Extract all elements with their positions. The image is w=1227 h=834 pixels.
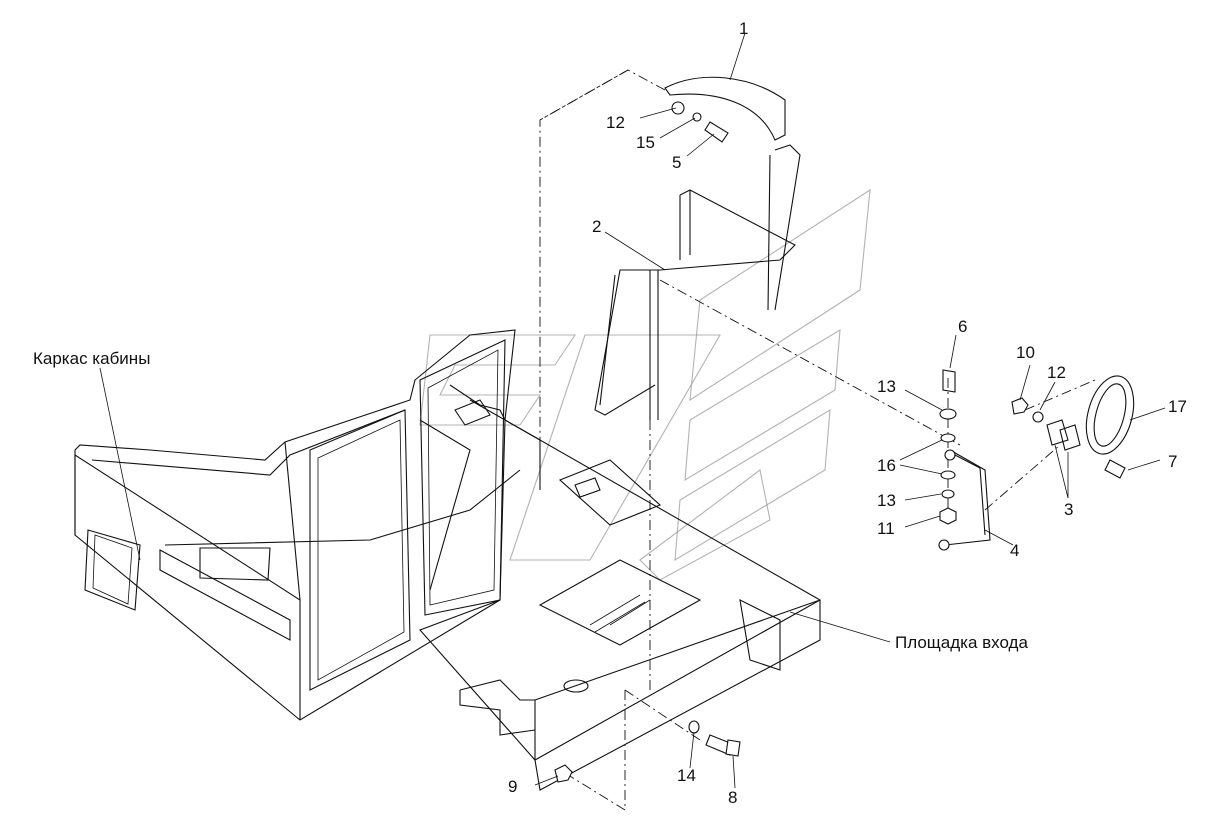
callout-17: 17 (1168, 397, 1187, 416)
callout-7: 7 (1168, 452, 1177, 471)
callout-13-lower: 13 (877, 491, 896, 510)
handrail (594, 144, 801, 420)
callout-9: 9 (508, 777, 517, 796)
callout-12-top: 12 (606, 113, 625, 132)
callout-13-upper: 13 (877, 377, 896, 396)
cab-frame (74, 329, 541, 721)
fastener-group-top (671, 101, 729, 143)
stack-washers (939, 369, 957, 525)
callout-6: 6 (958, 317, 967, 336)
callout-16: 16 (877, 456, 896, 475)
watermark-logo (419, 188, 871, 581)
callout-8: 8 (728, 788, 737, 807)
entry-platform (419, 399, 822, 791)
callout-4: 4 (1010, 541, 1019, 560)
mirror (1011, 375, 1135, 479)
callout-12-right: 12 (1047, 363, 1066, 382)
callout-1: 1 (739, 19, 748, 38)
leader-lines (99, 32, 1166, 789)
callout-3: 3 (1064, 500, 1073, 519)
callout-5: 5 (672, 153, 681, 172)
callout-10: 10 (1016, 343, 1035, 362)
hose-grip (664, 76, 786, 141)
bottom-fasteners (554, 720, 741, 783)
callout-11: 11 (877, 519, 895, 538)
callout-numbers: 1 2 3 4 5 6 7 8 9 10 11 12 12 13 13 14 1… (508, 19, 1187, 807)
assembly-lines (539, 69, 1096, 811)
callout-15: 15 (636, 133, 655, 152)
cab-frame-label: Каркас кабины (33, 349, 150, 368)
callout-14: 14 (677, 766, 696, 785)
entry-platform-label: Площадка входа (895, 633, 1028, 652)
callout-2: 2 (592, 217, 601, 236)
mirror-bracket (938, 449, 991, 551)
